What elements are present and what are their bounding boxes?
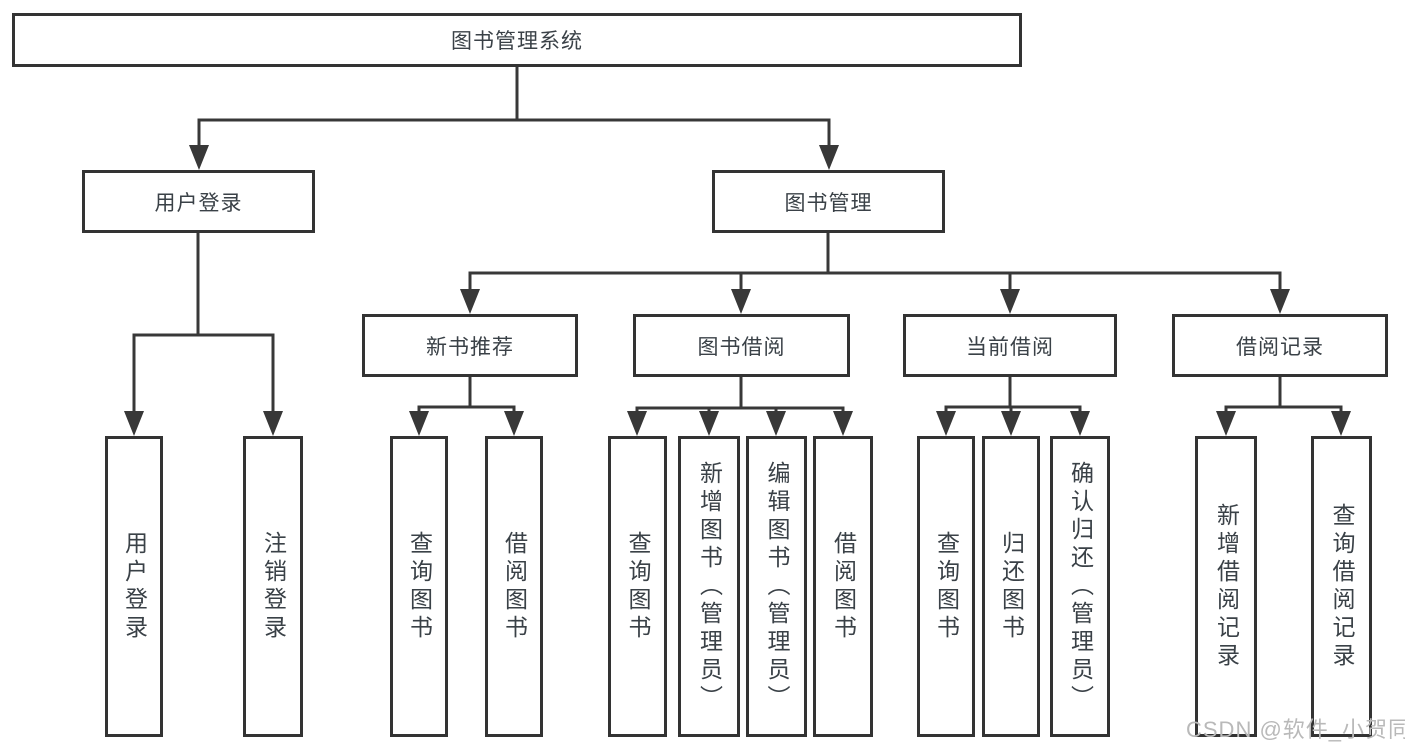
leaf-label: 新增借阅记录 — [1213, 502, 1240, 671]
node-current-borrowing-label: 当前借阅 — [966, 335, 1054, 359]
node-root-label: 图书管理系统 — [451, 30, 583, 53]
leaf-label: 新增图书（管理员） — [696, 460, 723, 713]
leaf-label: 归还图书 — [998, 530, 1025, 643]
leaf-return-books: 归还图书 — [982, 436, 1040, 737]
leaf-query-books-borrowing: 查询图书 — [608, 436, 667, 737]
leaf-query-books-recommend: 查询图书 — [390, 436, 448, 737]
leaf-query-borrow-record: 查询借阅记录 — [1311, 436, 1372, 737]
node-borrowing-records: 借阅记录 — [1172, 314, 1388, 377]
node-root: 图书管理系统 — [12, 13, 1022, 67]
leaf-label: 注销登录 — [260, 530, 287, 643]
node-user-login: 用户登录 — [82, 170, 315, 233]
leaf-edit-books-admin: 编辑图书（管理员） — [746, 436, 807, 737]
node-borrowing-records-label: 借阅记录 — [1236, 335, 1324, 359]
leaf-label: 查询图书 — [933, 530, 960, 643]
leaf-query-books-current: 查询图书 — [917, 436, 975, 737]
leaf-label: 编辑图书（管理员） — [764, 460, 790, 713]
csdn-watermark: CSDN @软件_小贺同学 — [1186, 717, 1405, 742]
node-user-login-label: 用户登录 — [154, 191, 243, 215]
leaf-borrow-books-recommend: 借阅图书 — [485, 436, 543, 737]
leaf-label: 查询借阅记录 — [1329, 502, 1355, 671]
node-book-management: 图书管理 — [712, 170, 945, 233]
node-new-book-recommend: 新书推荐 — [362, 314, 578, 377]
leaf-confirm-return-admin: 确认归还（管理员） — [1050, 436, 1110, 737]
node-book-borrowing: 图书借阅 — [633, 314, 850, 377]
leaf-label: 查询图书 — [406, 530, 433, 643]
leaf-label: 借阅图书 — [501, 530, 528, 643]
leaf-add-borrow-record: 新增借阅记录 — [1195, 436, 1257, 737]
node-current-borrowing: 当前借阅 — [903, 314, 1117, 377]
leaf-label: 查询图书 — [625, 530, 651, 643]
node-book-borrowing-label: 图书借阅 — [697, 335, 786, 359]
node-new-book-recommend-label: 新书推荐 — [426, 335, 514, 359]
leaf-label: 借阅图书 — [830, 530, 857, 643]
leaf-label: 确认归还（管理员） — [1067, 460, 1094, 713]
node-book-management-label: 图书管理 — [784, 191, 873, 215]
leaf-logout: 注销登录 — [243, 436, 303, 737]
leaf-add-books-admin: 新增图书（管理员） — [678, 436, 740, 737]
leaf-label: 用户登录 — [121, 530, 148, 643]
leaf-borrow-books-borrowing: 借阅图书 — [813, 436, 873, 737]
leaf-user-login: 用户登录 — [105, 436, 163, 737]
